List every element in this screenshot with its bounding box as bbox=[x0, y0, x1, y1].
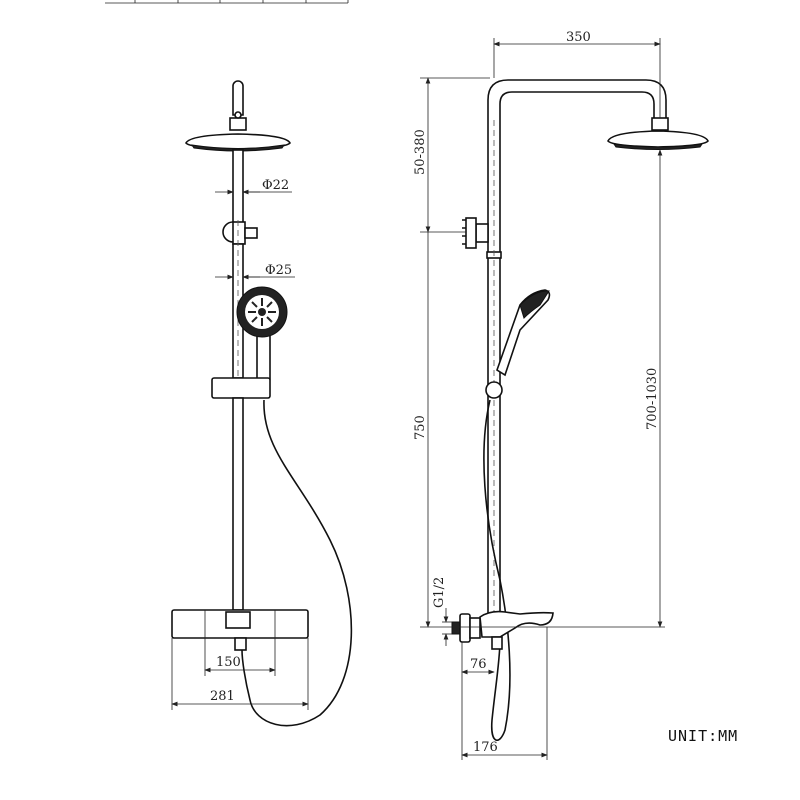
dim-label-76: 76 bbox=[470, 657, 487, 672]
dim-350: 350 bbox=[493, 30, 661, 118]
side-showerhead bbox=[607, 130, 709, 150]
upper-pipe bbox=[232, 149, 244, 231]
wall-bracket bbox=[222, 221, 258, 245]
dim-phi25: Φ25 bbox=[215, 263, 295, 280]
dim-label-phi22: Φ22 bbox=[262, 178, 289, 193]
riser-and-arm-inner bbox=[499, 91, 655, 625]
title-table-fragment bbox=[105, 0, 349, 4]
dim-176: 176 bbox=[461, 627, 548, 760]
thermostatic-mixer bbox=[171, 609, 309, 651]
side-hand-shower bbox=[496, 289, 551, 377]
dim-150: 150 bbox=[204, 638, 276, 676]
dim-76: 76 bbox=[461, 642, 495, 760]
dim-281: 281 bbox=[171, 638, 309, 710]
slider bbox=[211, 377, 271, 399]
dim-label-750: 750 bbox=[413, 415, 428, 440]
front-view: Φ22 Φ25 150 281 bbox=[171, 80, 353, 727]
side-wall-bracket bbox=[462, 217, 489, 249]
dim-label-phi25: Φ25 bbox=[265, 263, 292, 278]
dim-g12: G1/2 bbox=[432, 577, 452, 646]
dim-label-700-1030: 700-1030 bbox=[645, 368, 660, 430]
side-view: 350 50-380 750 700-1030 G1/2 76 bbox=[413, 30, 709, 760]
dim-label-176: 176 bbox=[473, 740, 498, 755]
dim-label-350: 350 bbox=[566, 30, 591, 45]
side-mixer bbox=[451, 610, 554, 650]
hand-shower bbox=[236, 286, 288, 383]
dim-phi22: Φ22 bbox=[215, 178, 292, 195]
rain-showerhead bbox=[185, 133, 291, 152]
side-slider bbox=[485, 381, 503, 399]
side-hose bbox=[483, 399, 511, 741]
dim-label-281: 281 bbox=[210, 689, 235, 704]
unit-label: UNIT:MM bbox=[668, 727, 738, 745]
dim-700-1030: 700-1030 bbox=[645, 149, 663, 628]
riser-and-arm-outer bbox=[487, 79, 667, 625]
top-elbow bbox=[229, 80, 247, 131]
dim-label-150: 150 bbox=[216, 655, 241, 670]
dim-label-g12: G1/2 bbox=[432, 577, 447, 608]
dim-label-50-380: 50-380 bbox=[413, 129, 428, 175]
shower-hose bbox=[241, 399, 353, 727]
dim-left-vertical: 50-380 750 bbox=[413, 77, 490, 628]
